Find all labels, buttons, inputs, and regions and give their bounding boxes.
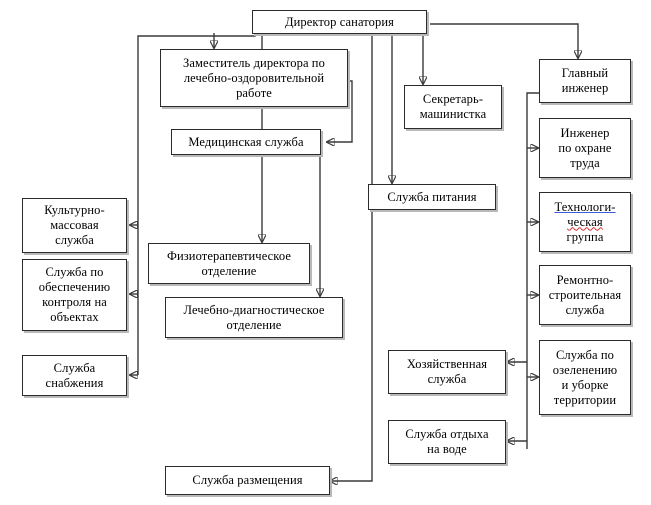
node-supply-line-1: Служба (53, 360, 96, 375)
node-diagnostic-line-2: отделение (226, 317, 282, 332)
node-secretary-typist[interactable]: Секретарь- машинистка (404, 85, 502, 129)
node-accommodation-line-1: Служба размещения (192, 473, 303, 487)
node-supply-line-2: снабжения (45, 375, 104, 390)
node-control-line-3: контроля на (42, 295, 107, 309)
node-catering-line-1: Служба питания (387, 189, 477, 204)
node-culture-service[interactable]: Культурно- массовая служба (22, 198, 127, 253)
node-tech-group-line-2: ческая (567, 214, 603, 229)
node-physio-line-1: Физиотерапевтическое (167, 248, 291, 263)
node-water-rest-line-1: Служба отдыха (405, 427, 489, 441)
node-repair-line-2: строительная (548, 287, 622, 302)
node-accommodation-service[interactable]: Служба размещения (165, 466, 330, 495)
node-greenery-line-2: озеленению (552, 362, 618, 377)
node-labor-safety-line-2: по охране (558, 140, 612, 155)
node-deputy-line-3: работе (236, 85, 272, 100)
node-culture-line-1: Культурно- (44, 203, 105, 217)
node-household-line-1: Хозяйственная (406, 357, 488, 371)
node-repair-line-1: Ремонтно- (556, 272, 614, 287)
node-physiotherapy-department[interactable]: Физиотерапевтическое отделение (148, 243, 310, 284)
node-chief-engineer[interactable]: Главный инженер (539, 59, 631, 103)
node-diagnostic-department[interactable]: Лечебно-диагностическое отделение (165, 297, 343, 338)
node-deputy-director[interactable]: Заместитель директора по лечебно-оздоров… (160, 49, 348, 107)
node-household-service[interactable]: Хозяйственная служба (388, 350, 506, 394)
node-medical-line-1: Медицинская служба (188, 134, 304, 149)
edge-chief-engineer-rail (526, 92, 540, 449)
node-greenery-line-3: и уборке (561, 377, 609, 392)
edge-deputy-to-medical (327, 80, 353, 142)
node-greenery-line-1: Служба по (555, 347, 614, 362)
node-technological-group[interactable]: Технологи- ческая группа (539, 192, 631, 252)
node-chief-engineer-line-2: инженер (561, 81, 609, 95)
node-labor-safety-line-1: Инженер (560, 125, 610, 140)
node-tech-group-line-3: группа (566, 229, 604, 244)
node-control-service[interactable]: Служба по обеспечению контроля на объект… (22, 259, 127, 331)
node-control-line-1: Служба по (45, 265, 104, 279)
node-tech-group-line-1: Технологи- (554, 199, 616, 214)
node-secretary-line-2: машинистка (419, 107, 487, 121)
node-household-line-2: служба (427, 372, 467, 386)
edge-director-left-rail (137, 33, 256, 375)
node-supply-service[interactable]: Служба снабжения (22, 355, 127, 396)
edge-director-to-chief-engineer (430, 23, 578, 58)
node-culture-line-2: массовая (50, 218, 99, 232)
node-greenery-line-4: территории (553, 392, 617, 407)
node-water-rest-line-2: на воде (427, 442, 467, 456)
node-deputy-line-1: Заместитель директора по (183, 55, 325, 70)
node-director-line-1: Директор санатория (284, 14, 395, 29)
node-labor-safety-line-3: труда (570, 155, 600, 170)
node-repair-construction-service[interactable]: Ремонтно- строительная служба (539, 265, 631, 325)
node-control-line-4: объектах (50, 310, 99, 324)
node-director[interactable]: Директор санатория (252, 10, 427, 34)
node-deputy-line-2: лечебно-оздоровительной (183, 70, 325, 85)
node-repair-line-3: служба (565, 302, 605, 317)
node-medical-service[interactable]: Медицинская служба (171, 129, 321, 155)
node-labor-safety-engineer[interactable]: Инженер по охране труда (539, 118, 631, 178)
node-greenery-service[interactable]: Служба по озеленению и уборке территории (539, 340, 631, 415)
node-water-rest-service[interactable]: Служба отдыха на воде (388, 420, 506, 464)
node-chief-engineer-line-1: Главный (561, 66, 609, 80)
node-catering-service[interactable]: Служба питания (368, 184, 496, 210)
edge-director-to-accommodation (330, 33, 373, 481)
node-control-line-2: обеспечению (38, 280, 111, 294)
node-secretary-line-1: Секретарь- (422, 92, 484, 106)
node-culture-line-3: служба (55, 233, 94, 247)
node-diagnostic-line-1: Лечебно-диагностическое (183, 302, 325, 317)
node-physio-line-2: отделение (201, 263, 257, 278)
